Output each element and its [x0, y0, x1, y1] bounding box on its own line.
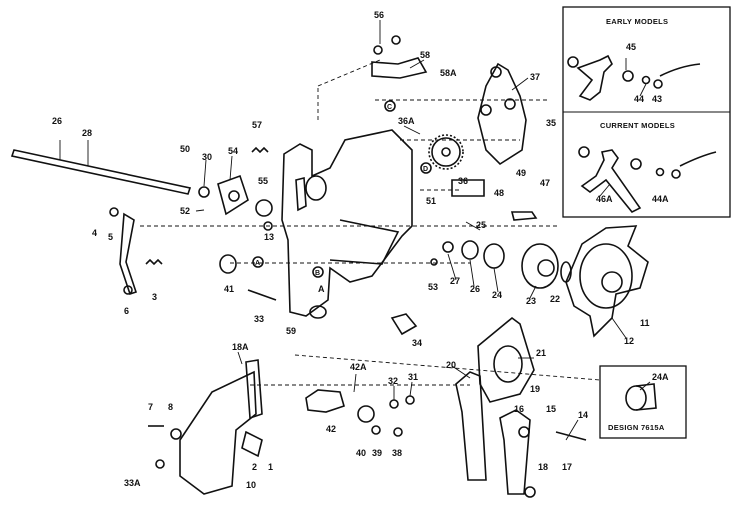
part-label: 31	[408, 372, 418, 382]
part-label: 58A	[440, 68, 457, 78]
part-label: 33A	[124, 478, 141, 488]
part-label: 5	[108, 232, 113, 242]
inset-current-title: CURRENT MODELS	[600, 121, 675, 130]
part-label: 56	[374, 10, 384, 20]
part-label: 42	[326, 424, 336, 434]
part-label: 30	[202, 152, 212, 162]
callout-letter-d: D	[423, 166, 428, 173]
part-label: 24	[492, 290, 502, 300]
part-label: 54	[228, 146, 238, 156]
part-label: 10	[246, 480, 256, 490]
part-label: 52	[180, 206, 190, 216]
part-label: 37	[530, 72, 540, 82]
inset-design-7615a: DESIGN 7615A	[599, 365, 687, 439]
inset-early-models: EARLY MODELS CURRENT MODELS	[562, 6, 731, 218]
part-label: 59	[286, 326, 296, 336]
part-label: 47	[540, 178, 550, 188]
part-label: 15	[546, 404, 556, 414]
part-label: 11	[640, 318, 650, 328]
part-label: 58	[420, 50, 430, 60]
link-rod-6	[109, 207, 163, 296]
lever-58	[371, 35, 428, 79]
part-label: 36	[458, 176, 468, 186]
part-label: 16	[514, 404, 524, 414]
part-label: 43	[652, 94, 662, 104]
part-label: 25	[476, 220, 486, 230]
part-label: 40	[356, 448, 366, 458]
part-label: 13	[264, 232, 274, 242]
arm-19	[455, 371, 587, 498]
part-label: 32	[388, 376, 398, 386]
part-label: 38	[392, 448, 402, 458]
part-label: 44	[634, 94, 644, 104]
part-label: 21	[536, 348, 546, 358]
part-label: 22	[550, 294, 560, 304]
bracket-48	[451, 179, 538, 221]
part-label: 35	[546, 118, 556, 128]
bracket-16	[148, 359, 263, 495]
circled-letters: A C D B	[252, 100, 432, 278]
callout-letter-b: B	[315, 270, 320, 277]
plate-20	[477, 316, 535, 403]
pulley-23	[521, 243, 572, 289]
part-label: 17	[562, 462, 572, 472]
part-label: 6	[124, 306, 129, 316]
part-label: 42A	[350, 362, 367, 372]
impeller-12	[565, 225, 649, 338]
part-label: 28	[82, 128, 92, 138]
frame-59	[281, 129, 413, 319]
part-label: 8	[168, 402, 173, 412]
part-label: 46A	[596, 194, 613, 204]
part-label: 45	[626, 42, 636, 52]
callout-letter-c: C	[387, 104, 392, 111]
part-label: 24A	[652, 372, 669, 382]
inset-design-label: DESIGN 7615A	[608, 423, 665, 432]
part-label: 44A	[652, 194, 669, 204]
part-number-labels: 56 58 58A 37 36A 35 36 48 49 47 57 50 30…	[52, 10, 669, 490]
chain-guard-37	[477, 62, 527, 166]
part-label: 20	[446, 360, 456, 370]
callout-letter-a: A	[255, 260, 260, 267]
hub-24	[442, 240, 505, 269]
part-label: 55	[258, 176, 268, 186]
part-label: 49	[516, 168, 526, 178]
part-label: 48	[494, 188, 504, 198]
part-label: 7	[148, 402, 153, 412]
part-label: 36A	[398, 116, 415, 126]
inset-early-title: EARLY MODELS	[606, 17, 668, 26]
clip-34	[390, 258, 438, 336]
leader-lines	[195, 20, 651, 441]
part-label: 23	[526, 296, 536, 306]
part-label: 26	[470, 284, 480, 294]
gear-assembly-42	[305, 389, 415, 437]
part-label: A	[318, 284, 325, 294]
part-label: 57	[252, 120, 262, 130]
part-label: 12	[624, 336, 634, 346]
part-label: 2	[252, 462, 257, 472]
small-parts-left	[198, 146, 277, 301]
part-label: 39	[372, 448, 382, 458]
part-label: 18	[538, 462, 548, 472]
part-label: 14	[578, 410, 588, 420]
part-label: 34	[412, 338, 422, 348]
part-label: 3	[152, 292, 157, 302]
part-label: 19	[530, 384, 540, 394]
sprocket-36	[428, 134, 464, 170]
part-label: 51	[426, 196, 436, 206]
assembly-guide-lines	[140, 59, 601, 386]
part-label: 33	[254, 314, 264, 324]
part-label: 18A	[232, 342, 249, 352]
part-label: 53	[428, 282, 438, 292]
part-label: 27	[450, 276, 460, 286]
part-label: 4	[92, 228, 97, 238]
part-label: 41	[224, 284, 234, 294]
shaft-28	[10, 140, 192, 195]
part-label: 1	[268, 462, 273, 472]
part-label: 50	[180, 144, 190, 154]
part-label: 26	[52, 116, 62, 126]
